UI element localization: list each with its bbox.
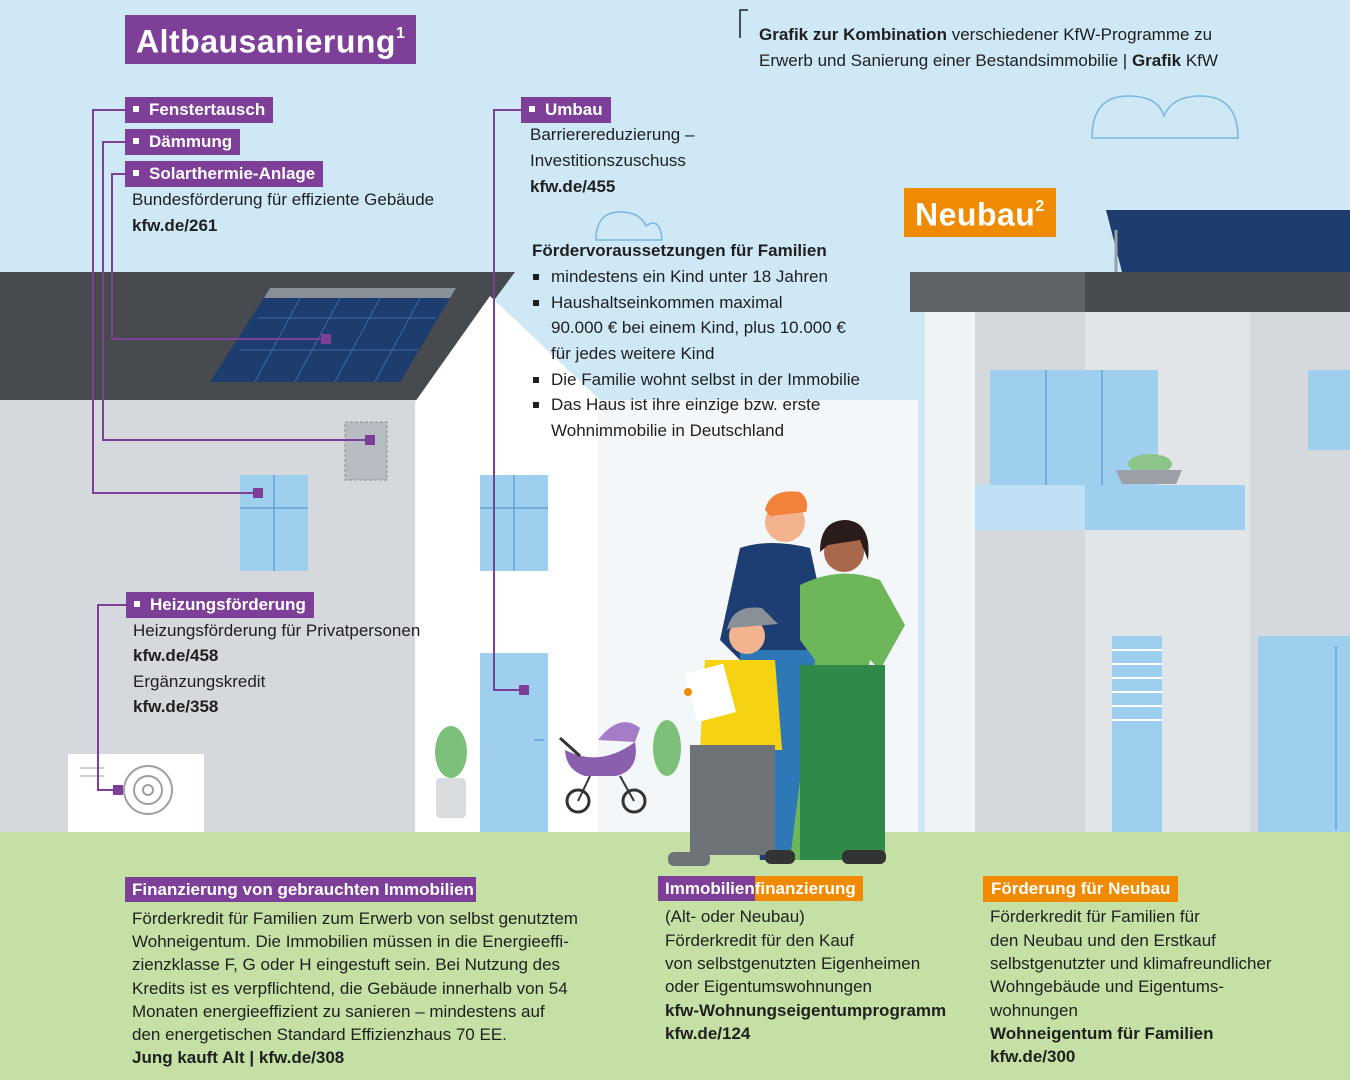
immo-line: von selbstgenutzten Eigenheimen — [665, 954, 921, 973]
tag-daemmung: Dämmung — [125, 129, 241, 155]
bullet-text: mindestens ein Kind unter 18 Jahren — [551, 267, 828, 286]
neubau-line: den Neubau und den Erstkauf — [990, 931, 1216, 950]
plant-icon — [435, 726, 467, 818]
familien-bullet-1: mindestens ein Kind unter 18 Jahren — [533, 264, 828, 290]
altbau-title-text: Altbausanierung — [136, 23, 396, 60]
tag-label: Solarthermie-Anlage — [149, 164, 316, 183]
immo-line: Förderkredit für den Kauf — [665, 931, 854, 950]
tag-label: Umbau — [545, 100, 603, 119]
solar-panel-icon — [1106, 210, 1350, 272]
neubau-title-sup: 2 — [1035, 198, 1045, 215]
tag-label: Heizungsförderung — [150, 595, 306, 614]
heizung-link1: kfw.de/458 — [133, 646, 219, 665]
bullet-square-icon — [133, 137, 139, 144]
tag-label-orange: finanzierung — [754, 876, 863, 901]
altbau-link: kfw.de/261 — [132, 216, 218, 235]
caption-text: KfW — [1181, 51, 1218, 70]
familien-bullet-4-cont: Wohnimmobilie in Deutschland — [551, 421, 785, 440]
bullet-text: Das Haus ist ihre einzige bzw. erste — [551, 395, 821, 414]
tag-foerderung-neubau: Förderung für Neubau — [983, 876, 1179, 902]
bullet-square-icon — [529, 105, 535, 112]
caption-bold: Grafik — [1131, 51, 1182, 70]
tag-label-purple: Immobilien — [658, 876, 755, 901]
familien-bullet-4: Das Haus ist ihre einzige bzw. erste — [533, 392, 821, 418]
neubau-title-text: Neubau — [915, 196, 1036, 233]
cloud-icon — [1091, 95, 1239, 139]
finanz-line: den energetischen Standard Effizienzhaus… — [132, 1025, 507, 1044]
finanz-line: zienzklasse F, G oder H eingestuft sein.… — [132, 955, 561, 974]
finanz-line: Förderkredit für Familien zum Erwerb von… — [132, 909, 578, 928]
immo-program: kfw-Wohnungseigentumprogramm — [665, 1001, 947, 1020]
bullet-dot-icon — [533, 377, 539, 383]
umbau-link: kfw.de/455 — [530, 177, 616, 196]
neubau-line: Förderkredit für Familien für — [990, 907, 1200, 926]
immo-line: oder Eigentumswohnungen — [665, 977, 872, 996]
neubau-line: selbstgenutzter und klimafreundlicher — [990, 954, 1272, 973]
tag-finanzierung: Finanzierung von gebrauchten Immobilien — [125, 877, 476, 902]
neubau-title: Neubau2 — [904, 188, 1056, 237]
heizung-link2: kfw.de/358 — [133, 697, 219, 716]
tag-heizungsfoerderung: Heizungsförderung — [126, 592, 314, 618]
altbau-program: Bundesförderung für effiziente Gebäude — [132, 190, 435, 209]
neubau-program: Wohneigentum für Familien — [990, 1024, 1214, 1043]
finanz-line: Wohneigentum. Die Immobilien müssen in d… — [132, 932, 569, 951]
altbau-title: Altbausanierung1 — [125, 15, 417, 64]
immo-line: (Alt- oder Neubau) — [665, 907, 805, 926]
header-caption-line1: Grafik zur Kombination verschiedener KfW… — [759, 22, 1212, 48]
tag-solarthermie: Solarthermie-Anlage — [125, 161, 324, 187]
tag-immobilienfinanzierung: Immobilienfinanzierung — [658, 876, 863, 901]
tag-fenstertausch: Fenstertausch — [125, 97, 274, 123]
caption-text: Erwerb und Sanierung einer Bestandsimmob… — [759, 51, 1132, 70]
bullet-dot-icon — [533, 402, 539, 408]
familien-bullet-2-cont: 90.000 € bei einem Kind, plus 10.000 € — [551, 318, 846, 337]
bullet-square-icon — [133, 169, 139, 176]
tag-label: Fenstertausch — [149, 100, 266, 119]
heizung-line2: Ergänzungskredit — [133, 672, 266, 691]
plant-icon — [653, 720, 681, 776]
tag-umbau: Umbau — [521, 97, 611, 123]
family-illustration — [668, 491, 905, 866]
heizung-line1: Heizungsförderung für Privatpersonen — [133, 621, 421, 640]
altbau-title-sup: 1 — [395, 25, 406, 42]
familien-heading: Fördervoraussetzungen für Familien — [532, 241, 827, 260]
neubau-link: kfw.de/300 — [990, 1047, 1076, 1066]
finanz-line: Kredits ist es verpflichtend, die Gebäud… — [132, 979, 568, 998]
bullet-square-icon — [133, 105, 139, 112]
bullet-square-icon — [134, 600, 140, 607]
finanz-link: Jung kauft Alt | kfw.de/308 — [132, 1048, 345, 1067]
bullet-dot-icon — [533, 300, 539, 306]
cloud-icon — [595, 211, 663, 241]
solar-panel-icon — [210, 288, 456, 383]
caption-text: verschiedener KfW-Programme zu — [946, 25, 1213, 44]
bullet-text: Haushaltseinkommen maximal — [551, 293, 783, 312]
familien-bullet-3: Die Familie wohnt selbst in der Immobili… — [533, 367, 860, 393]
bullet-text: Die Familie wohnt selbst in der Immobili… — [551, 370, 860, 389]
umbau-line1: Barrierereduzierung – — [530, 125, 695, 144]
neubau-line: wohnungen — [990, 1001, 1078, 1020]
caption-bold: Grafik zur Kombination — [759, 25, 947, 44]
tag-label: Dämmung — [149, 132, 233, 151]
neubau-line: Wohngebäude und Eigentums- — [990, 977, 1225, 996]
umbau-line2: Investitionszuschuss — [530, 151, 686, 170]
header-caption-line2: Erwerb und Sanierung einer Bestandsimmob… — [759, 48, 1218, 74]
familien-bullet-2: Haushaltseinkommen maximal — [533, 290, 783, 316]
bullet-dot-icon — [533, 274, 539, 280]
immo-link: kfw.de/124 — [665, 1024, 751, 1043]
heat-pump-icon — [68, 754, 204, 840]
stroller-icon — [558, 722, 647, 814]
familien-bullet-2-cont: für jedes weitere Kind — [551, 344, 715, 363]
finanz-line: Monaten energieeffizient zu sanieren – m… — [132, 1002, 545, 1021]
